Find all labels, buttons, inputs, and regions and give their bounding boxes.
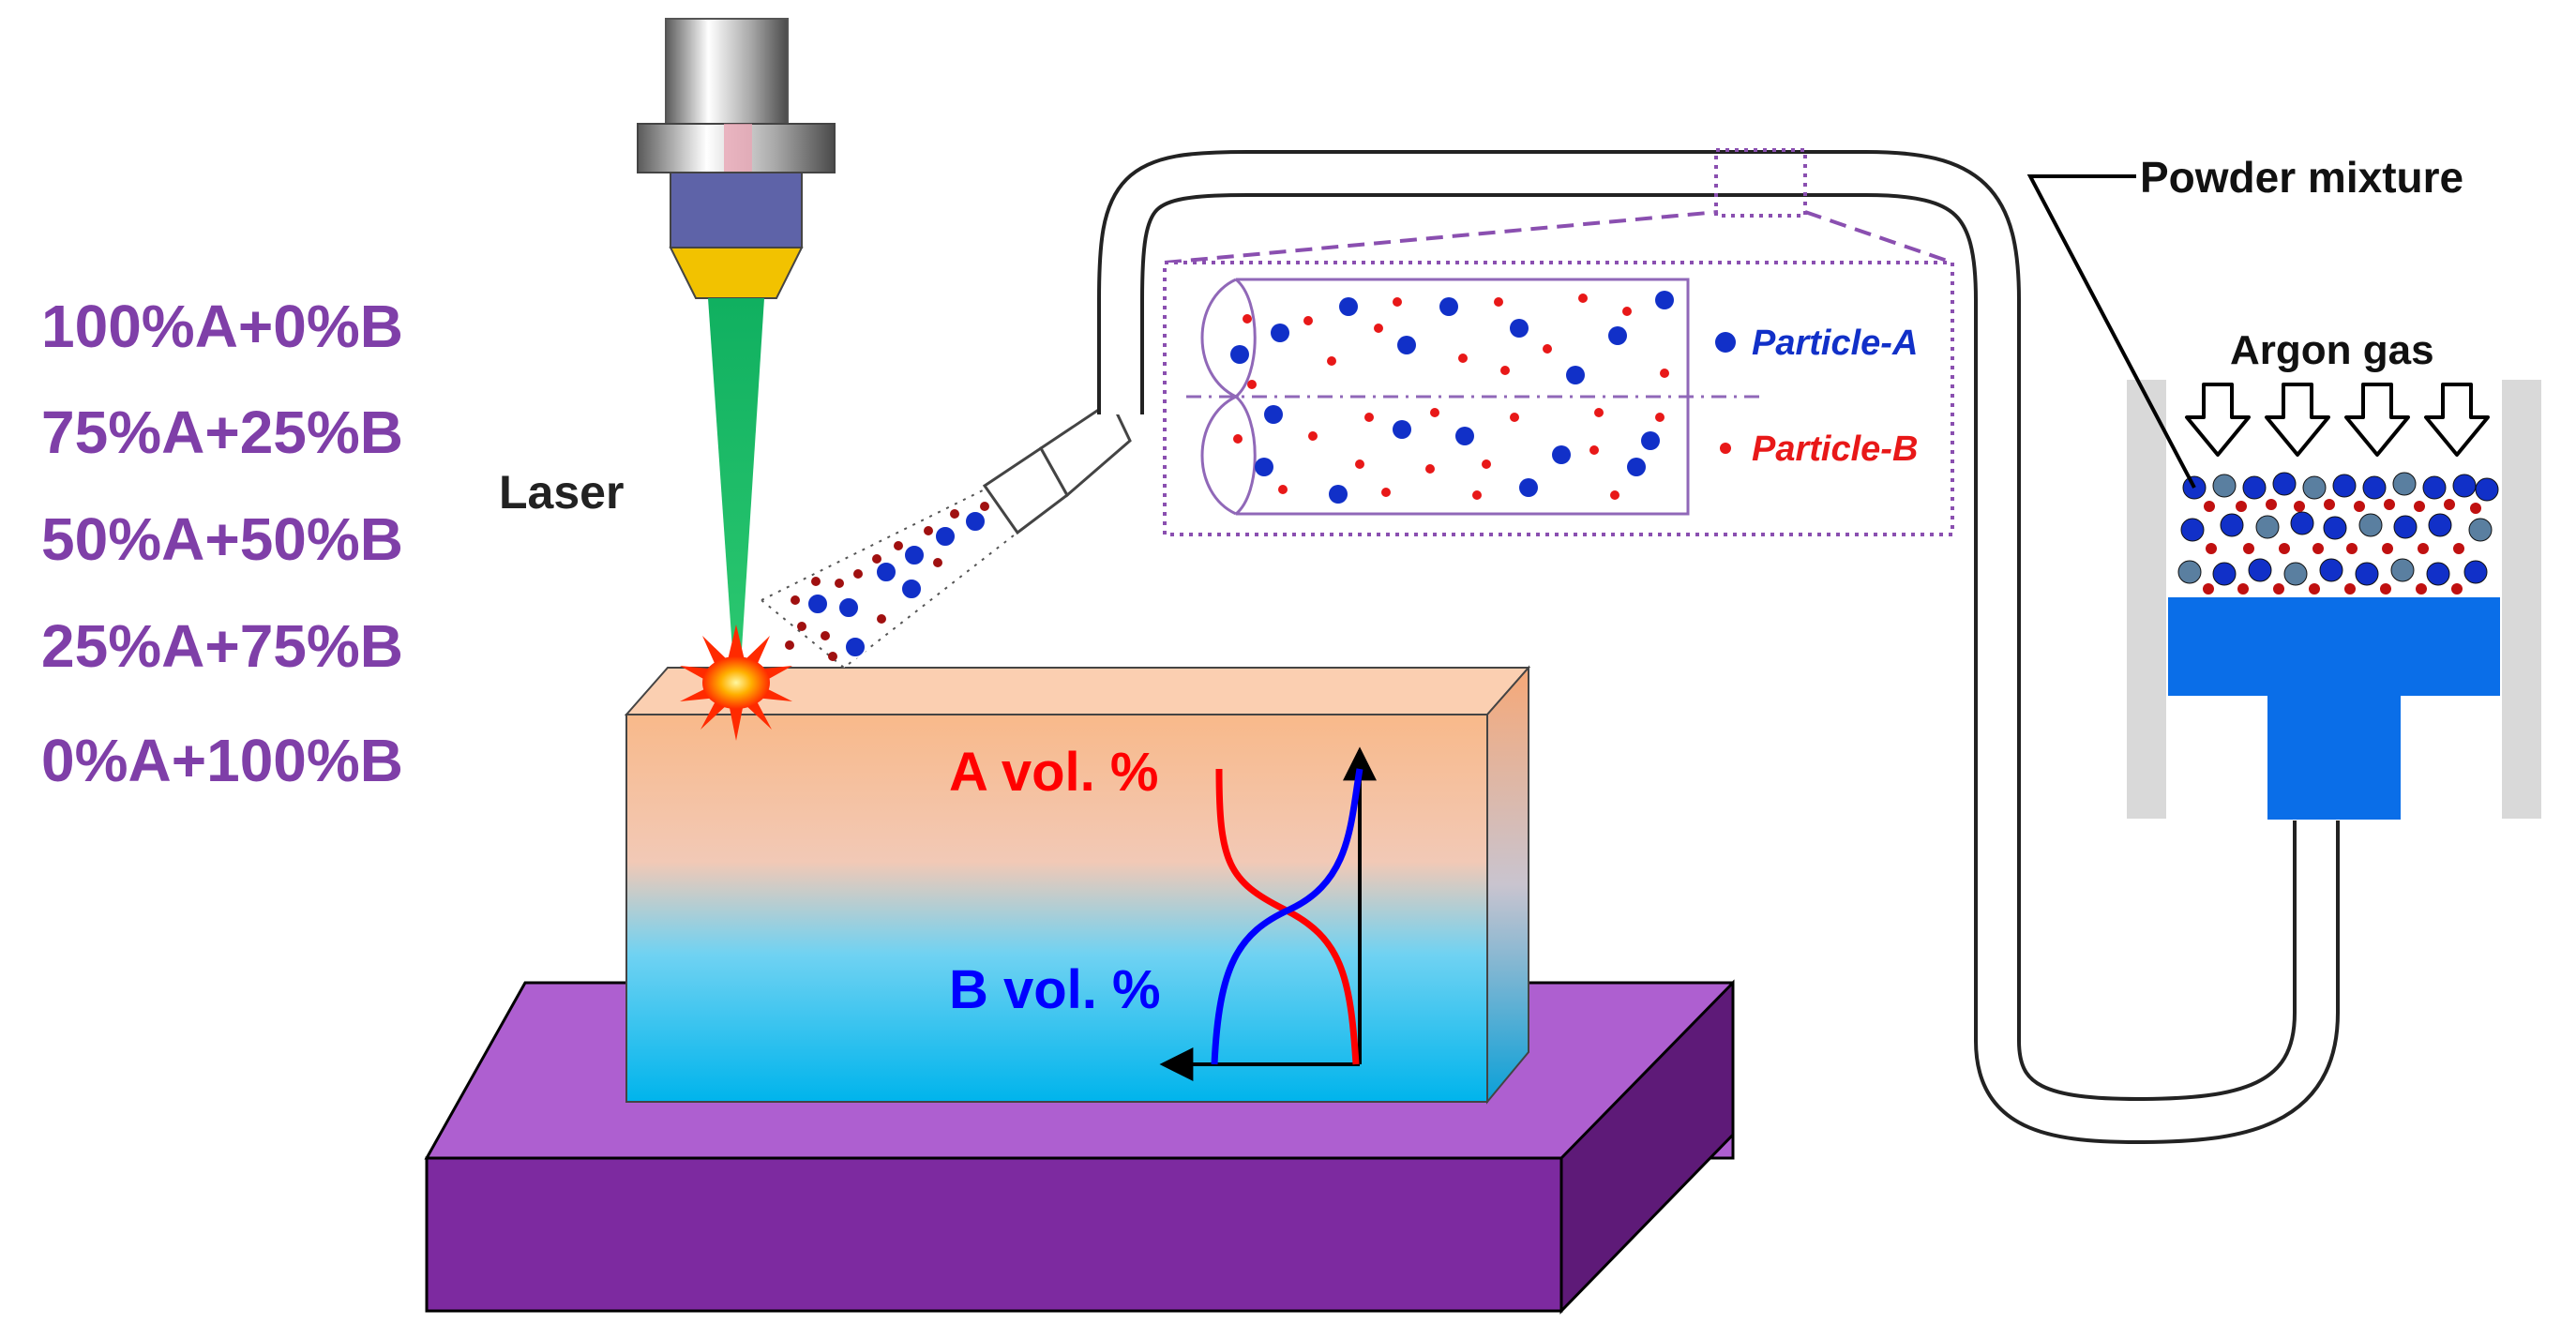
callout-particles	[1230, 291, 1674, 504]
composition-label: 25%A+75%B	[41, 612, 403, 680]
composition-label: 0%A+100%B	[41, 727, 403, 794]
down-arrow-icon	[2185, 383, 2251, 457]
down-arrow-icon	[2344, 383, 2410, 457]
particle-a-label: Particle-A	[1752, 324, 1918, 363]
particle-b-label: Particle-B	[1752, 429, 1918, 469]
laser-label: Laser	[499, 466, 624, 519]
powder-mixture-label: Powder mixture	[2140, 153, 2463, 202]
down-arrow-icon	[2265, 383, 2330, 457]
a-volume-label: A vol. %	[949, 742, 1158, 803]
powder-bed	[2177, 472, 2499, 595]
composition-list: 100%A+0%B 75%A+25%B 50%A+50%B 25%A+75%B …	[41, 293, 403, 794]
particle-b-legend-dot	[1720, 443, 1731, 454]
graded-block	[624, 665, 1531, 1105]
spark-burst-icon	[680, 625, 792, 741]
powder-stream-particles	[785, 502, 989, 661]
powder-nozzle	[982, 399, 1132, 535]
piston-head	[2168, 597, 2500, 696]
down-arrow-icon	[2424, 383, 2490, 457]
zoom-callout: Particle-A Particle-B	[1163, 148, 1954, 536]
feed-tube-inner	[1101, 154, 2336, 1140]
b-volume-label: B vol. %	[949, 959, 1161, 1020]
composition-label: 100%A+0%B	[41, 293, 403, 360]
laser-beam	[708, 298, 764, 664]
particle-a-legend-dot	[1715, 332, 1736, 353]
powder-mixture-leader	[2026, 174, 2196, 489]
composition-profile: A vol. % B vol. %	[949, 742, 1377, 1081]
composition-label: 50%A+50%B	[41, 505, 403, 573]
argon-gas-label: Argon gas	[2230, 327, 2434, 373]
piston-rod	[2267, 696, 2401, 820]
argon-gas-arrows	[2185, 383, 2490, 457]
laser-head	[637, 18, 836, 299]
composition-label: 75%A+25%B	[41, 399, 403, 466]
b-volume-curve	[1211, 768, 1363, 1065]
powder-feeder: Argon gas	[2127, 327, 2541, 820]
